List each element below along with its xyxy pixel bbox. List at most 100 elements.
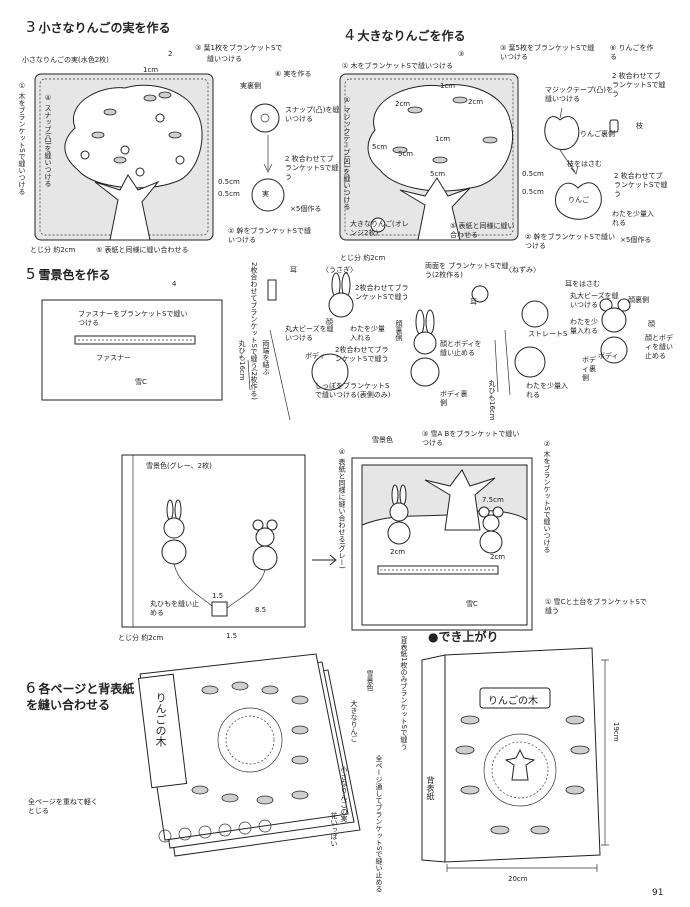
s5-note-body-back2: ボディ裏側 [582, 356, 596, 382]
s3-leaves [91, 91, 182, 164]
s6-title-text: 各ページと背表紙を縫い合わせる [26, 682, 135, 712]
s5-note-both-ends: 両端を結ぶ [262, 340, 270, 375]
arrows [312, 554, 337, 566]
s5-note-zipper-sew: ファスナーをブランケットSで縫いつける [78, 310, 188, 327]
s5-note-step4: 4 [172, 280, 177, 288]
s3-note-step2b: ② 幹をブランケットSで縫いつける [228, 227, 311, 244]
s5-note-face-back2: 顔裏側 [628, 296, 649, 304]
s3-note-margin: とじ分 約2cm [30, 246, 76, 254]
s5-note-snowC2: 雪C [466, 600, 478, 608]
s3-number: 3 [26, 18, 36, 36]
s5-note-ear2: 耳 [470, 298, 477, 306]
done-leaves [455, 715, 590, 835]
s5-number: 5 [26, 265, 36, 283]
s4-note-step3b: ③ 葉5枚をブランケットSで縫いつける [500, 44, 595, 61]
s5-snow-page-final [351, 457, 533, 631]
s6-number: 6 [26, 679, 36, 697]
s5-note-nose: 丸大ビーズを縫いつける [285, 325, 334, 342]
s5-note-cord16: 丸ひも16cm [238, 340, 246, 381]
s5-note-tail: しっぽをブランケットSで縫いつける(表側のみ) [315, 382, 391, 399]
s6-note-leaves: 花いっぱい [330, 812, 338, 847]
s4-tree-page [339, 73, 519, 241]
s5-note-step3: ③ 雪A Bをブランケットで縫いつける [422, 430, 520, 447]
done-title: ●でき上がり [428, 630, 499, 644]
s5-note-two-sew-body: 2枚合わせてブランケットSで縫う [335, 346, 389, 363]
done-note-spine-sew: 背表紙1枚のみブランケットSで縫う [400, 636, 408, 750]
s4-note-apple-back: りんご裏側 [580, 130, 615, 138]
s5-note-step2: ② 木をブランケットSで縫いつける [543, 440, 551, 553]
s3-note-step3b: 縫いつける [207, 55, 242, 63]
s5-note-face2: 顔 [648, 320, 655, 328]
s3-note-step6: ⑥ 実を作る [275, 70, 312, 78]
s4-note-cm2b: 2cm [468, 98, 484, 106]
s3-note-count: ×5個作る [290, 205, 322, 213]
s5-mouse [471, 285, 631, 396]
s5-note-cord-sew: 丸ひもを縫い止める [150, 600, 199, 617]
s3-note-fruit: 実 [262, 190, 269, 198]
s4-apple-detail [544, 107, 619, 220]
s5-note-ear-pinch: 耳をはさむ [565, 280, 600, 288]
s5-note-snow-scene: 雪景色(グレー、2枚) [146, 462, 212, 470]
s4-note-step1: ① 木をブランケットSで縫いつける [342, 62, 453, 70]
s5-note-two-sew-ear: 2枚合わせてブランケットSで縫う(2枚作る) [250, 262, 258, 400]
s5-title-text: 雪景色を作る [38, 268, 111, 282]
s4-note-cm2a: 2cm [395, 100, 411, 108]
s5-note-face-both: 両面を ブランケットSで縫う(2枚作る) [425, 262, 509, 279]
s5-note-mouse: 〈ねずみ〉 [505, 266, 540, 274]
s5-note-zipper: ファスナー [96, 354, 131, 362]
s5-note-margin: とじ分 約2cm [118, 634, 164, 642]
done-h19: 19cm [612, 722, 620, 742]
s3-note-cm05a: 0.5cm [218, 178, 240, 186]
s4-note-two-sew2: 2 枚合わせてブランケットSで縫う [614, 172, 668, 198]
s5-snow-page-gray [121, 454, 306, 628]
s5-note-ear: 耳 [290, 266, 297, 274]
s5-note-cotton1: わたを少量入れる [350, 325, 385, 342]
s5-note-face-body: 顔とボディを縫い止める [440, 340, 482, 357]
s6-note-stack: 全ページを重ねて軽くとじる [28, 798, 98, 815]
s6-book-title: りんごの木 [154, 692, 167, 747]
s5-note-rabbit: 〈うさぎ〉 [322, 266, 357, 274]
s5-note-cm75: 7.5cm [482, 496, 504, 504]
s5-note-cm2b: 2cm [490, 553, 506, 561]
s4-leaves [392, 96, 498, 164]
s4-note-margin: とじ分 約2cm [340, 254, 386, 262]
s6-note-big-apple: 大きなりんご [350, 700, 358, 742]
s4-note-twig: 枝をはさむ [567, 160, 602, 168]
page-number: 91 [652, 888, 664, 898]
s6-note-snow: 雪景色 [366, 670, 374, 691]
done-note-all-pages: 全ページ通してブランケットSで縫い止める [375, 755, 383, 893]
done-spine: 背表紙 [426, 776, 435, 800]
s4-note-cotton: わたを少量入れる [612, 210, 654, 227]
done-book-title: りんごの木 [488, 696, 538, 707]
s5-dim-85: 8.5 [255, 606, 267, 614]
s6-note-small-apple: 小さなりんごの実 [340, 766, 348, 822]
s4-note-cm5c: 5cm [430, 170, 446, 178]
s4-note-step3: ③ [458, 50, 465, 58]
s3-note-step1: ① 木をブランケットSで縫いつける [18, 82, 26, 195]
s5-dim-15a: 1.5 [212, 592, 224, 600]
s4-note-count: ×5個作る [620, 236, 652, 244]
s3-note-inner: 実裏側 [240, 82, 261, 90]
s5-note-cotton2: わたを少量入れる [570, 318, 598, 335]
done-w20: 20cm [508, 875, 528, 883]
s3-note-step3: ③ 葉1枚をブランケットSで [195, 44, 283, 52]
s4-note-cm5b: 5cm [398, 150, 414, 158]
s4-note-two-sew: 2 枚合わせてブランケットSで縫う [612, 72, 666, 98]
s5-note-face-back: 顔裏側 [395, 320, 403, 341]
s4-note-step6: ⑥ りんごを作る [610, 44, 654, 61]
s3-fruit-detail [250, 103, 285, 212]
s3-title-text: 小さなりんごの実を作る [38, 21, 171, 35]
s4-note-apple: りんご [568, 196, 589, 204]
s3-note-two-sew: 2 枚合わせてブランケットSで縫う [285, 155, 339, 181]
s5-note-bead: 丸大ビーズを縫いつける [570, 292, 619, 309]
s5-note-cm2a: 2cm [390, 548, 406, 556]
s5-note-snow-color: 雪景色 [372, 436, 393, 444]
s5-note-snowC: 雪C [135, 378, 147, 386]
s5-note-face-body2: 顔とボディを縫い止める [645, 334, 673, 360]
s5-zipper-page [41, 299, 223, 401]
s5-rabbit [247, 272, 440, 421]
s5-note-step4b: ④ 表紙と同様に縫い合わせる(グレー) [338, 448, 346, 569]
